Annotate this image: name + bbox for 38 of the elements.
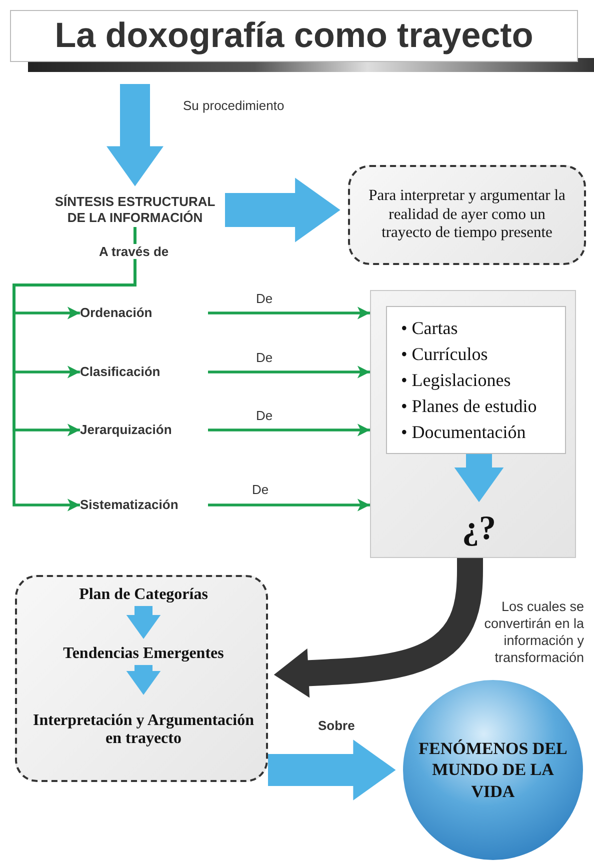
method-label: Jerarquización <box>80 420 208 440</box>
sources-list-box <box>386 306 566 454</box>
edge-label: De <box>256 408 273 423</box>
edge-label: De <box>256 350 273 365</box>
method-label: Ordenación <box>80 303 208 323</box>
edge-label: Sobre <box>318 718 355 733</box>
note-text: Para interpretar y argumentar la realidad de ayer como un trayecto de tiempo presente <box>368 187 566 243</box>
block-arrow <box>126 665 161 695</box>
arrow <box>208 424 370 436</box>
list-item: • Legislaciones <box>401 369 512 392</box>
step-label: Plan de Categorías <box>27 584 260 606</box>
block-arrow <box>126 606 161 639</box>
arrow <box>208 306 370 320</box>
method-label: Clasificación <box>80 362 208 382</box>
sphere-text: FENÓMENOS DEL MUNDO DE LA VIDA <box>418 738 568 802</box>
list-item: • Planes de estudio <box>401 395 538 418</box>
arrow <box>208 366 370 378</box>
step-label: Interpretación y Argumentación en trayecto <box>27 699 260 761</box>
block-arrow <box>106 84 164 186</box>
step-label: Tendencias Emergentes <box>27 643 260 665</box>
edge-label: Los cuales se convertirán en la información y transformación <box>483 598 584 666</box>
block-arrow <box>268 740 396 800</box>
sources-panel <box>370 290 576 558</box>
process-group-box <box>15 575 268 782</box>
method-label: Sistematización <box>80 495 208 515</box>
edge-label: De <box>252 482 269 497</box>
title-text: La doxografía como trayecto <box>54 16 534 56</box>
note-box <box>348 165 586 265</box>
list-item: • Cartas <box>401 317 459 340</box>
block-arrow <box>454 454 504 502</box>
list-item: • Documentación <box>401 421 527 444</box>
edge-label: Su procedimiento <box>183 98 284 113</box>
block-arrow <box>274 556 483 698</box>
question-mark: ¿? <box>449 508 509 550</box>
list-item: • Currículos <box>401 343 489 366</box>
edge-label: De <box>256 291 273 306</box>
arrow <box>208 498 370 512</box>
step-label: SÍNTESIS ESTRUCTURAL DE LA INFORMACIÓN <box>45 193 225 227</box>
